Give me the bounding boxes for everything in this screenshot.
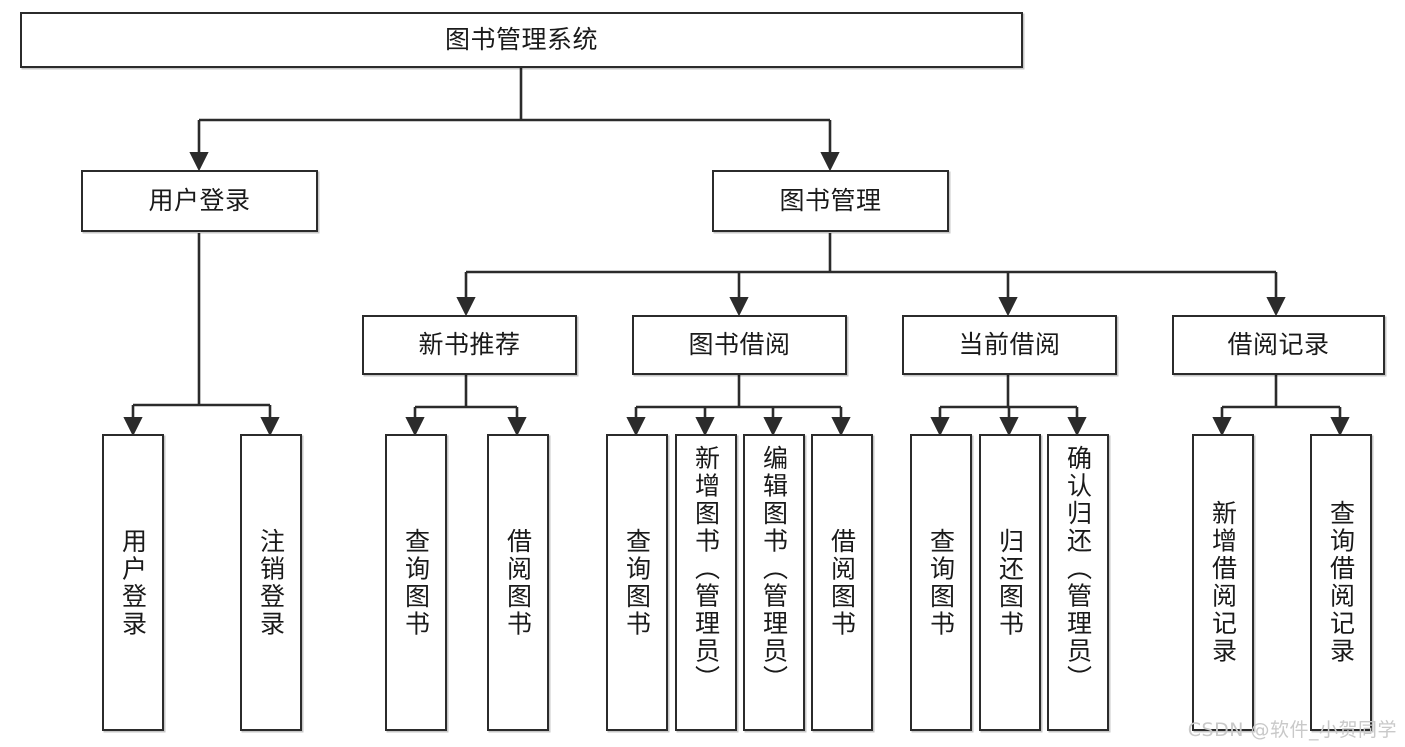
leaf-currentborrow-return-book[interactable]: 归还图书 (979, 434, 1041, 731)
leaf-bookborrow-query-book[interactable]: 查询图书 (606, 434, 668, 731)
node-label: 归还图书 (995, 527, 1025, 638)
leaf-newbook-query-book[interactable]: 查询图书 (385, 434, 447, 731)
node-label: 新书推荐 (418, 329, 521, 359)
node-label: 编辑图书（管理员） (759, 445, 789, 693)
node-label: 查询图书 (926, 527, 956, 638)
node-label: 新增借阅记录 (1208, 500, 1238, 665)
node-label: 借阅图书 (827, 527, 857, 638)
leaf-user-login[interactable]: 用户登录 (102, 434, 164, 731)
node-label: 用户登录 (148, 185, 251, 215)
leaf-borrowrecord-query-record[interactable]: 查询借阅记录 (1310, 434, 1372, 731)
leaf-newbook-borrow-book[interactable]: 借阅图书 (487, 434, 549, 731)
node-label: 借阅记录 (1227, 329, 1330, 359)
node-user-login[interactable]: 用户登录 (81, 170, 318, 232)
leaf-currentborrow-confirm-return-admin[interactable]: 确认归还（管理员） (1047, 434, 1109, 731)
leaf-currentborrow-query-book[interactable]: 查询图书 (910, 434, 972, 731)
node-label: 用户登录 (118, 527, 148, 638)
node-book-borrow[interactable]: 图书借阅 (632, 315, 847, 375)
leaf-logout[interactable]: 注销登录 (240, 434, 302, 731)
node-book-management[interactable]: 图书管理 (712, 170, 949, 232)
leaf-bookborrow-add-book-admin[interactable]: 新增图书（管理员） (675, 434, 737, 731)
node-label: 查询图书 (401, 527, 431, 638)
leaf-bookborrow-borrow-book[interactable]: 借阅图书 (811, 434, 873, 731)
leaf-borrowrecord-add-record[interactable]: 新增借阅记录 (1192, 434, 1254, 731)
node-new-book-recommend[interactable]: 新书推荐 (362, 315, 577, 375)
node-label: 查询图书 (622, 527, 652, 638)
node-label: 确认归还（管理员） (1063, 445, 1093, 693)
node-label: 图书管理 (779, 185, 882, 215)
node-label: 注销登录 (256, 527, 286, 638)
node-label: 查询借阅记录 (1326, 500, 1356, 665)
node-label: 新增图书（管理员） (691, 445, 721, 693)
node-borrow-record[interactable]: 借阅记录 (1172, 315, 1385, 375)
node-label: 图书管理系统 (444, 24, 598, 54)
node-label: 借阅图书 (503, 527, 533, 638)
node-label: 图书借阅 (688, 329, 791, 359)
node-current-borrow[interactable]: 当前借阅 (902, 315, 1117, 375)
node-root-book-management-system[interactable]: 图书管理系统 (20, 12, 1023, 68)
leaf-bookborrow-edit-book-admin[interactable]: 编辑图书（管理员） (743, 434, 805, 731)
node-label: 当前借阅 (958, 329, 1061, 359)
